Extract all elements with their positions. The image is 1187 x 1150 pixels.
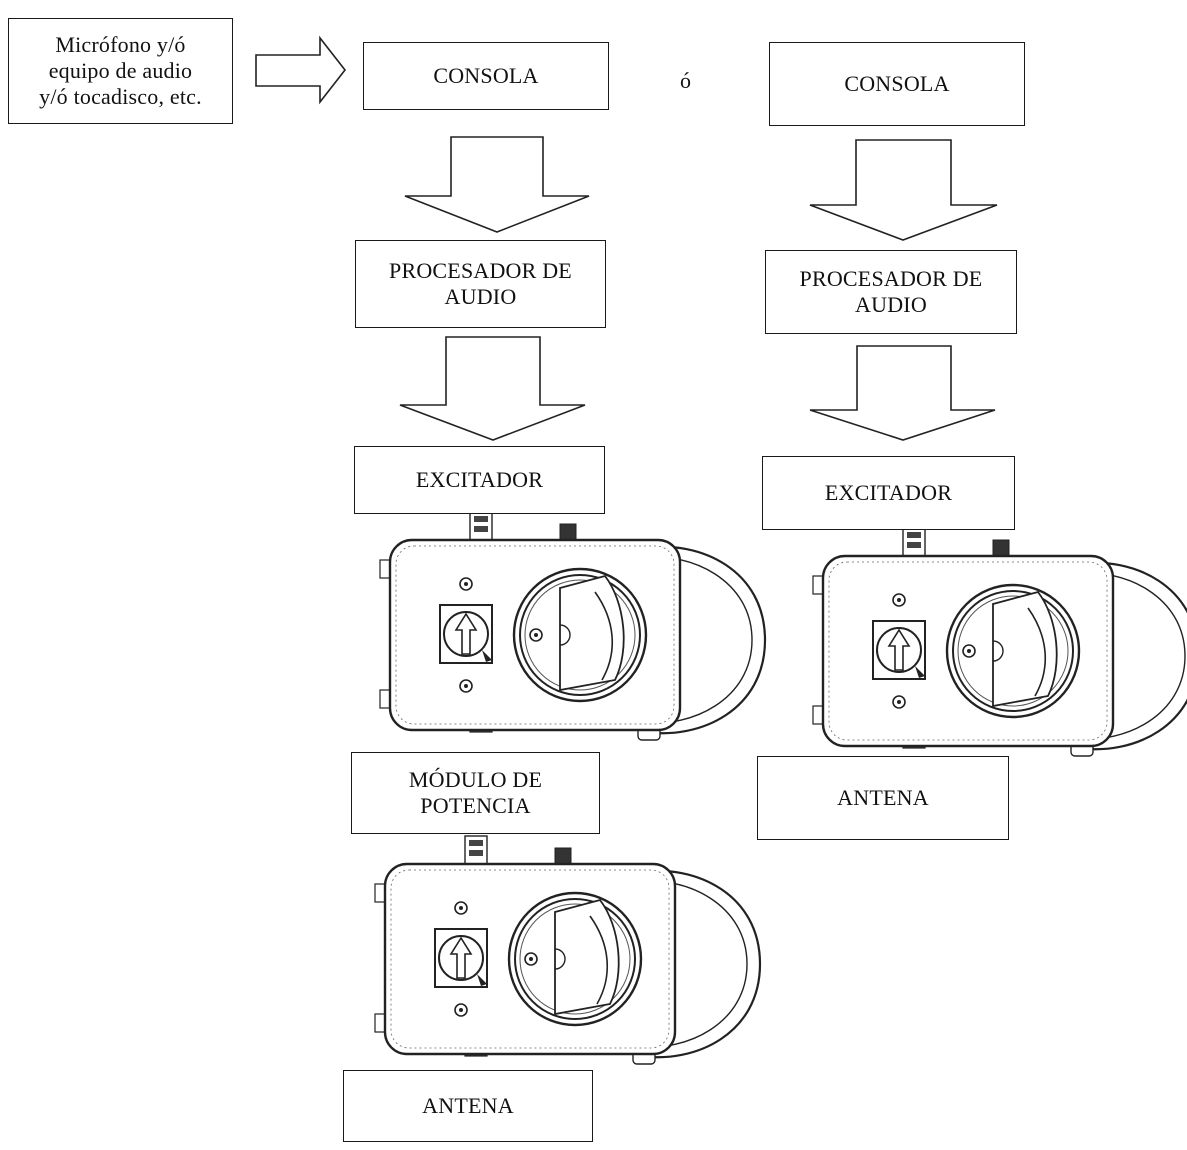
arrow-down-icon: [404, 136, 590, 233]
arrow-down-icon: [809, 345, 996, 441]
exciter-box-right: EXCITADOR: [762, 456, 1015, 530]
console-box-right: CONSOLA: [769, 42, 1025, 126]
antenna-box-left: ANTENA: [343, 1070, 593, 1142]
arrow-down-icon: [809, 139, 998, 241]
rf-wattmeter-device-icon: [811, 526, 1187, 758]
audio-processor-box-right: PROCESADOR DE AUDIO: [765, 250, 1017, 334]
alternative-separator: ó: [680, 68, 691, 93]
audio-processor-box-left: PROCESADOR DE AUDIO: [355, 240, 606, 328]
rf-wattmeter-device-icon: [378, 510, 767, 742]
exciter-box-left: EXCITADOR: [354, 446, 605, 514]
source-box: Micrófono y/ó equipo de audio y/ó tocadi…: [8, 18, 233, 124]
arrow-right-icon: [255, 35, 347, 105]
arrow-down-icon: [399, 336, 586, 441]
power-module-box: MÓDULO DE POTENCIA: [351, 752, 600, 834]
rf-wattmeter-device-icon: [373, 834, 762, 1066]
antenna-box-right: ANTENA: [757, 756, 1009, 840]
console-box-left: CONSOLA: [363, 42, 609, 110]
